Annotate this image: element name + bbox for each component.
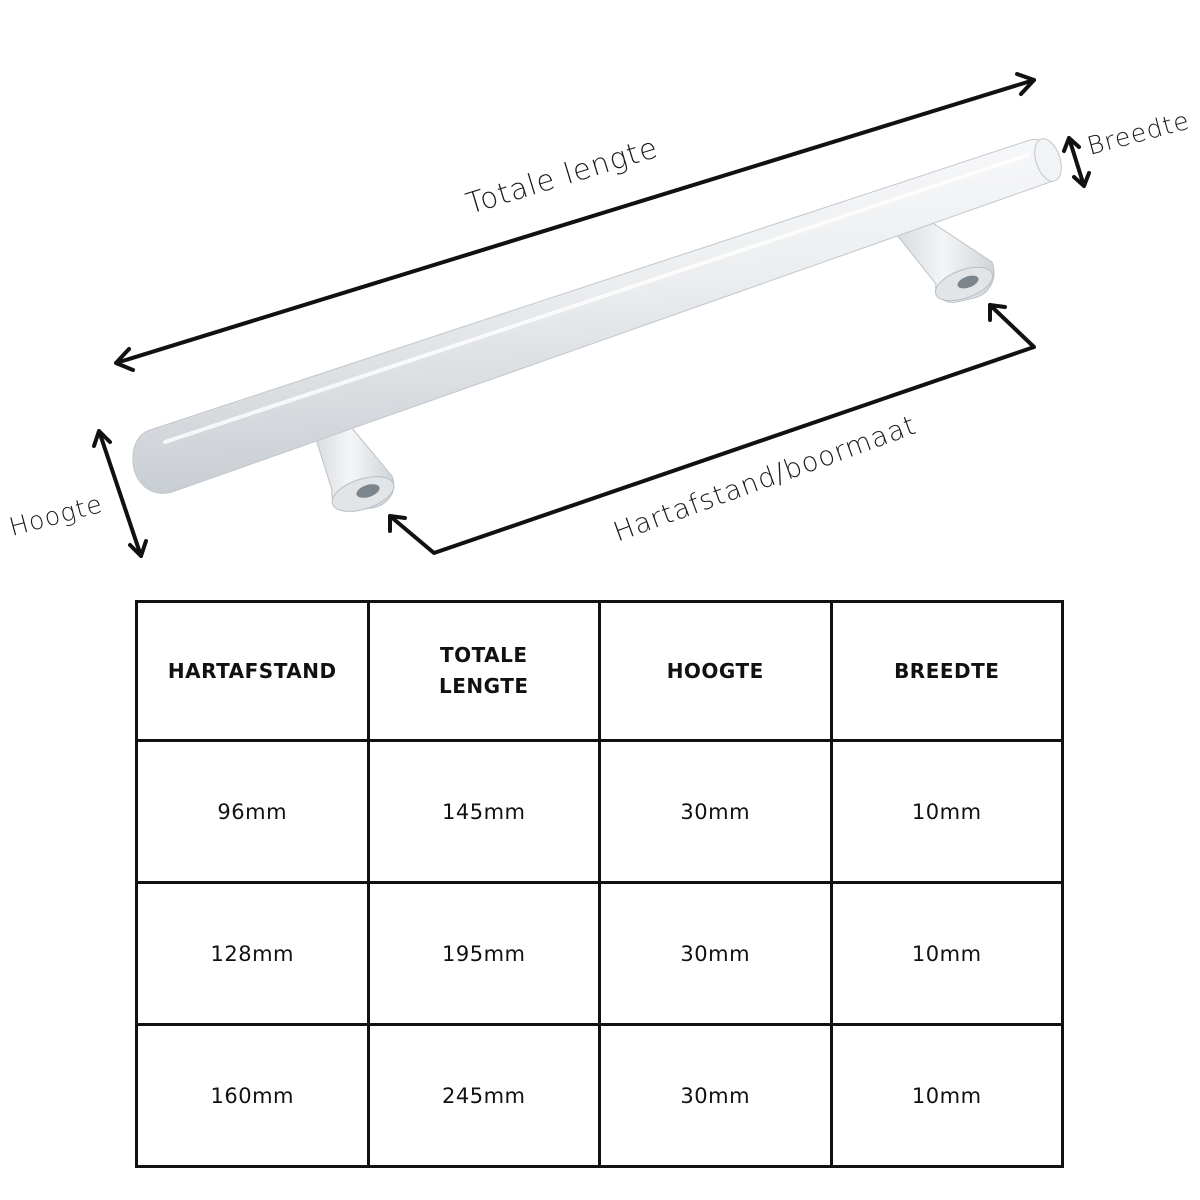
table-cell: 96mm bbox=[135, 739, 370, 884]
table-row: 128mm 195mm 30mm 10mm bbox=[135, 881, 1064, 1026]
table-cell: 30mm bbox=[598, 1023, 833, 1168]
header-hoogte: HOOGTE bbox=[598, 600, 833, 742]
table-cell: 128mm bbox=[135, 881, 370, 1026]
table-cell: 10mm bbox=[829, 1023, 1064, 1168]
table-row: 96mm 145mm 30mm 10mm bbox=[135, 739, 1064, 884]
center-distance-label: Hartafstand/boormaat bbox=[609, 410, 920, 549]
header-breedte: BREEDTE bbox=[829, 600, 1064, 742]
total-length-arrow bbox=[114, 72, 1036, 372]
dimensions-table: HARTAFSTAND TOTALE LENGTE HOOGTE BREEDTE… bbox=[135, 600, 1064, 1168]
table-row: 160mm 245mm 30mm 10mm bbox=[135, 1023, 1064, 1168]
handle-leg-right bbox=[892, 207, 995, 303]
header-hartafstand: HARTAFSTAND bbox=[135, 600, 370, 742]
total-length-label: Totale lengte bbox=[462, 130, 662, 221]
table-cell: 245mm bbox=[366, 1023, 601, 1168]
height-arrow bbox=[92, 429, 148, 558]
table-cell: 30mm bbox=[598, 881, 833, 1026]
handle-dimension-diagram: Totale lengte Breedte Hoogte Hartafstand… bbox=[6, 72, 1193, 558]
height-label: Hoogte bbox=[6, 489, 106, 542]
table-cell: 160mm bbox=[135, 1023, 370, 1168]
table-cell: 30mm bbox=[598, 739, 833, 884]
header-totale-lengte: TOTALE LENGTE bbox=[366, 600, 601, 742]
table-header-row: HARTAFSTAND TOTALE LENGTE HOOGTE BREEDTE bbox=[135, 600, 1064, 742]
table-cell: 145mm bbox=[366, 739, 601, 884]
table-cell: 10mm bbox=[829, 739, 1064, 884]
width-label: Breedte bbox=[1084, 106, 1193, 161]
center-distance-arrow bbox=[388, 303, 1036, 555]
table-cell: 195mm bbox=[366, 881, 601, 1026]
width-arrow bbox=[1062, 136, 1091, 188]
table-cell: 10mm bbox=[829, 881, 1064, 1026]
handle-bar bbox=[132, 138, 1062, 494]
